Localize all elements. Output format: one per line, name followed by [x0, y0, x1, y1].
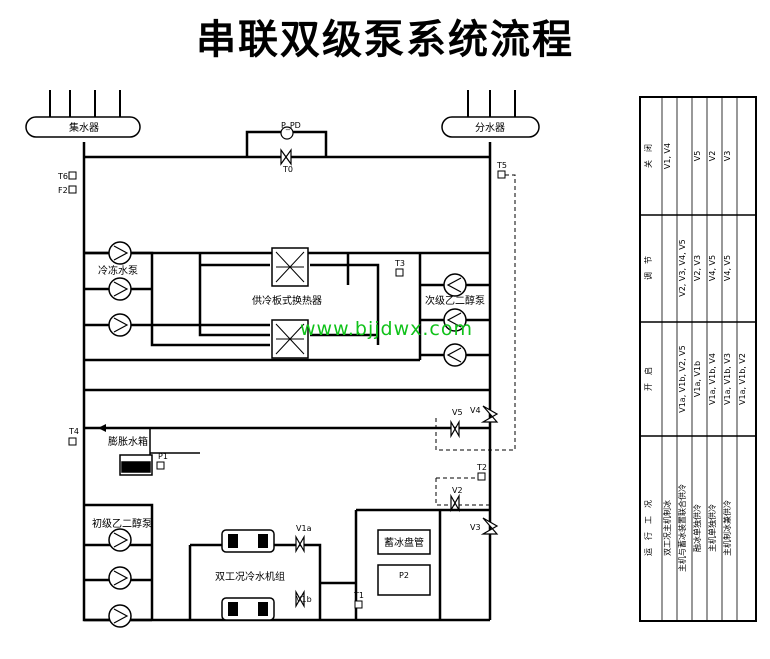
secondary-pump-2-icon [443, 308, 467, 332]
tag-p1: P1 [158, 452, 168, 461]
mode-table-cell: 主机制冰兼供冷 [722, 500, 732, 556]
watermark-text: www.bjjdwx.com [300, 318, 473, 340]
pdp-sensor-icon [280, 126, 294, 140]
p2-box [377, 564, 431, 596]
mode-table-cell: V1a, V1b [693, 361, 702, 397]
page-title: 串联双级泵系统流程 [196, 16, 574, 63]
mode-table-cell: 双工况主机制冰 [662, 500, 672, 556]
chiller-label: 双工况冷水机组 [215, 570, 285, 583]
mode-table-header-3: 关 闭 [643, 144, 653, 168]
mode-table-cell: 主机与蓄冰装置联合供冷 [677, 484, 687, 572]
mode-table-cell: 融冰单独供冷 [692, 504, 702, 552]
primary-pump-2-icon [108, 566, 132, 590]
ice-coil-label: 蓄冰盘管 [384, 536, 424, 549]
secondary-pumps-label: 次级乙二醇泵 [425, 294, 485, 307]
primary-pump-1-icon [108, 528, 132, 552]
sensor-t1-icon [354, 600, 363, 609]
valve-v4-icon [480, 405, 499, 423]
valve-v1b-icon [295, 589, 305, 609]
heat-exchanger-label: 供冷板式换热器 [252, 294, 322, 307]
mode-table-cell: V2, V3, V4, V5 [678, 239, 687, 297]
tag-f2: F2 [58, 186, 68, 195]
distributor-label: 分水器 [475, 122, 505, 134]
mode-table-cell: V2, V3 [693, 255, 702, 281]
mode-table-header-0: 运 行 工 况 [643, 500, 653, 556]
sensor-t4-icon [68, 437, 77, 446]
sensor-f2-icon [68, 185, 77, 194]
sensor-t5-icon [497, 170, 506, 179]
tag-v2: V2 [452, 486, 463, 495]
collector-vessel [25, 116, 141, 138]
valve-t0-icon [280, 148, 292, 166]
tag-v1a: V1a [296, 524, 312, 533]
valve-v2-icon [450, 493, 460, 513]
tag-t1: T1 [353, 591, 364, 600]
sensor-t3-icon [395, 268, 404, 277]
chilled-pump-3-icon [108, 313, 132, 337]
valve-v5-icon [450, 419, 460, 439]
mode-table-header-2: 调 节 [644, 256, 653, 280]
tag-t4: T4 [68, 427, 79, 436]
chilled-pumps-label: 冷冻水泵 [98, 264, 138, 277]
secondary-pump-1-icon [443, 273, 467, 297]
chilled-pump-1-icon [108, 241, 132, 265]
primary-pump-3-icon [108, 604, 132, 628]
sensor-t6-icon [68, 171, 77, 180]
mode-table: 运 行 工 况 开 启 调 节 关 闭 双工况主机制冰 V1, V4 主机与蓄冰装置… [639, 96, 757, 622]
mode-table-cell: V1a, V1b, V4 [708, 353, 717, 405]
mode-table-cell: V1a, V1b, V3 [723, 353, 732, 405]
tag-v3: V3 [470, 523, 481, 532]
valve-v3-icon [480, 517, 499, 535]
tag-v1b: V1b [296, 595, 312, 604]
mode-table-cell: V3 [723, 151, 732, 162]
expansion-tank-label: 膨胀水箱 [108, 435, 148, 448]
tag-t5: T5 [496, 161, 507, 170]
tag-t6: T6 [57, 172, 68, 181]
ice-coil-box [377, 529, 431, 555]
tag-t0: T0 [282, 165, 293, 174]
primary-pumps-label: 初级乙二醇泵 [92, 517, 152, 530]
mode-table-cell: V1, V4 [663, 143, 672, 169]
mode-table-header-1: 开 启 [643, 367, 653, 391]
mode-table-cell: V1a, V1b, V2, V5 [678, 345, 687, 413]
tag-p2: P2 [399, 571, 409, 580]
tag-t3: T3 [394, 259, 405, 268]
tag-pdp: P_PD [281, 121, 301, 130]
sensor-t2-icon [477, 472, 486, 481]
sensor-p1-icon [156, 461, 165, 470]
mode-table-cell: 主机单独供冷 [707, 504, 717, 552]
tag-t2: T2 [476, 463, 487, 472]
mode-table-cell: V2 [708, 151, 717, 162]
tag-v4: V4 [470, 406, 481, 415]
tag-v5: V5 [452, 408, 463, 417]
secondary-pump-3-icon [443, 343, 467, 367]
valve-v1a-icon [295, 534, 305, 554]
collector-label: 集水器 [69, 121, 99, 134]
mode-table-cell: V4, V5 [723, 255, 732, 281]
mode-table-cell: V5 [693, 151, 702, 162]
mode-table-cell: V4, V5 [708, 255, 717, 281]
chilled-pump-2-icon [108, 277, 132, 301]
mode-table-cell: V1a, V1b, V2 [738, 353, 747, 405]
